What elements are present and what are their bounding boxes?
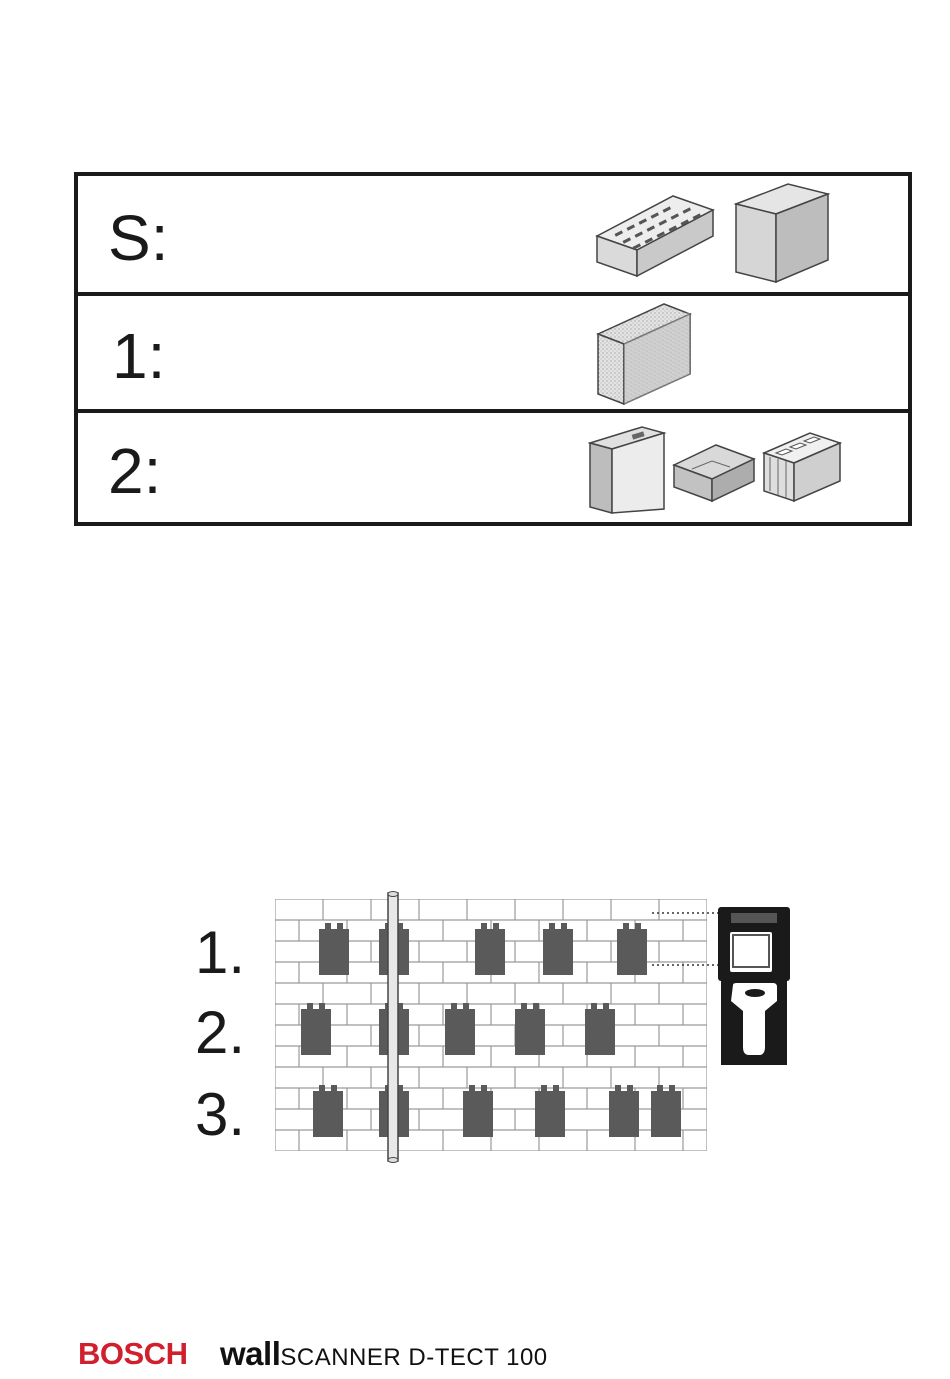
aerated-concrete-panel-icon [588,423,668,515]
brick-cavity-icon [515,1003,545,1055]
material-row-label: 1: [112,324,165,388]
brick-cavity-icon [651,1085,681,1137]
material-row-label: 2: [108,439,161,503]
brick-cavity-icon [463,1085,493,1137]
product-name: wallSCANNER D-TECT 100 [220,1336,548,1379]
brick-cavity-icon [445,1003,475,1055]
scan-row-label-3: 3. [195,1085,245,1145]
brick-cavity-icon [543,923,573,975]
brick-wall [275,899,707,1151]
product-name-rest: SCANNER D-TECT 100 [280,1344,547,1371]
brick-cavity-icon [319,923,349,975]
brand-logo: BOSCH [78,1336,187,1372]
brick-cavity-icon [609,1085,639,1137]
vertical-pipe-icon [380,889,406,1165]
brick-cavity-icon [617,923,647,975]
concrete-slab-icon [672,431,756,509]
material-row-label: S: [108,206,168,270]
sand-lime-brick-icon [594,300,694,410]
solid-block-icon [732,180,832,286]
material-row-1: 1: [78,296,908,413]
brick-cavity-icon [585,1003,615,1055]
hollow-block-icon [762,427,842,507]
wallscanner-device-icon [715,905,795,1069]
material-row-s: S: [78,176,908,296]
material-row-2: 2: [78,413,908,526]
scan-row-label-1: 1. [195,923,245,983]
material-table: S: [74,172,912,526]
brick-cavity-icon [475,923,505,975]
product-name-bold: wall [220,1335,280,1372]
brick-cavity-icon [301,1003,331,1055]
brick-cavity-icon [535,1085,565,1137]
scan-diagram: 1. 2. 3. [195,885,835,1165]
scan-row-label-2: 2. [195,1003,245,1063]
brick-cavity-icon [313,1085,343,1137]
